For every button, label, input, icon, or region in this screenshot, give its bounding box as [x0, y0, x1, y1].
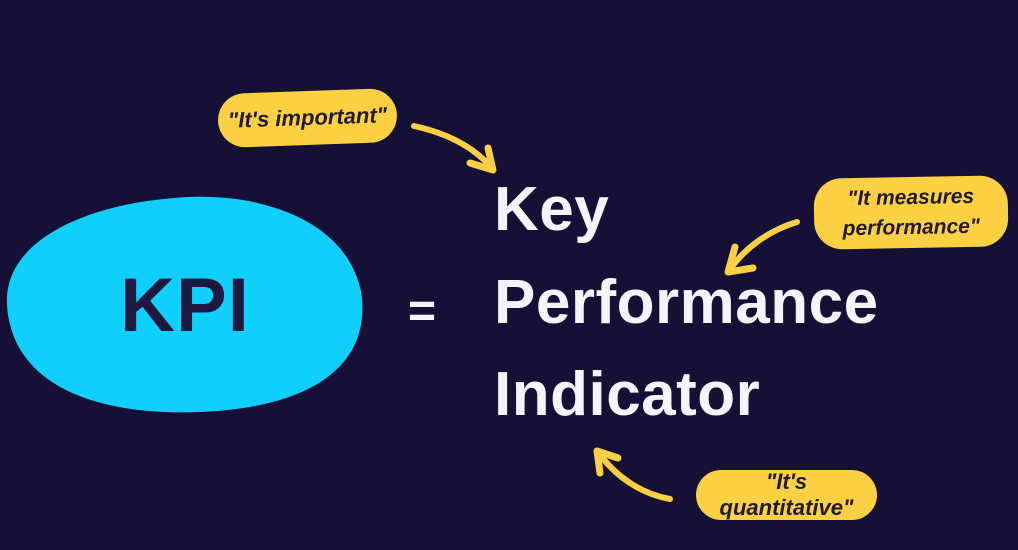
word-key: Key	[494, 175, 610, 244]
kpi-acronym-text: KPI	[120, 262, 250, 348]
word-indicator: Indicator	[494, 360, 761, 429]
callout-measures-text: "It measures performance"	[842, 185, 981, 240]
callout-quantitative-text: "It's quantitative"	[719, 469, 854, 520]
kpi-acronym-container: KPI	[5, 196, 365, 414]
callout-important: "It's important"	[217, 87, 398, 149]
word-performance: Performance	[494, 268, 879, 337]
equals-sign: =	[408, 285, 437, 338]
arrow-quantitative-icon	[593, 447, 673, 502]
arrow-measures-icon	[724, 219, 800, 276]
arrow-important-icon	[411, 123, 497, 174]
callout-important-text: "It's important"	[227, 102, 388, 133]
callout-measures: "It measures performance"	[813, 175, 1009, 250]
kpi-blob	[6, 196, 363, 413]
callout-quantitative: "It's quantitative"	[696, 469, 877, 520]
